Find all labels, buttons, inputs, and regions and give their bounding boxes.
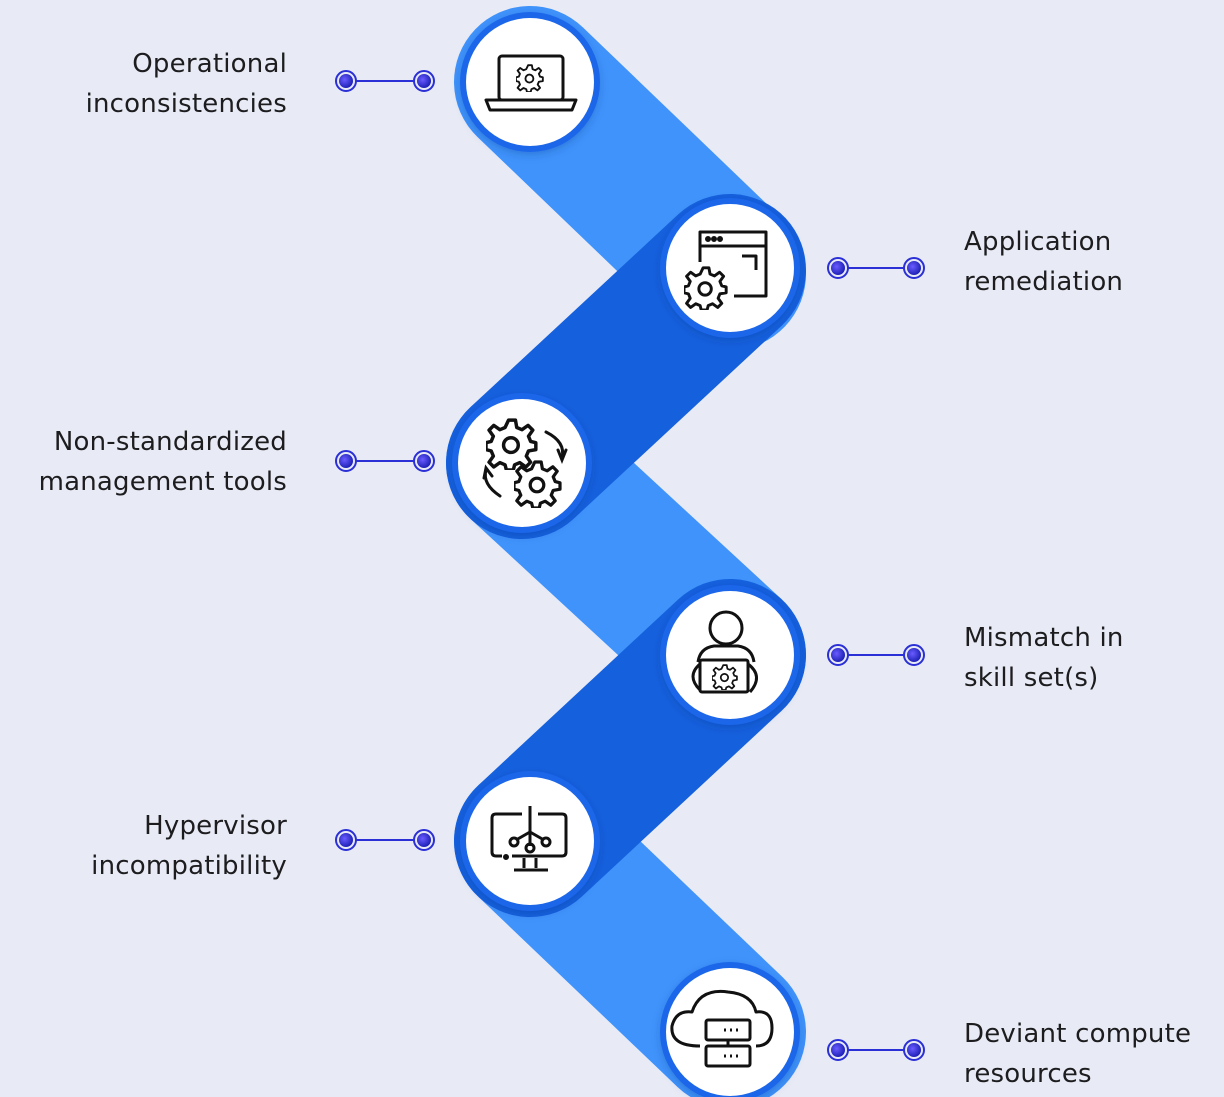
step-4-line1: Mismatch in: [964, 623, 1124, 653]
step-3-label: Non-standardized management tools: [39, 422, 287, 502]
step-2-label: Application remediation: [964, 222, 1123, 302]
step-1-line2: inconsistencies: [85, 89, 287, 119]
step-circle-2: [660, 198, 800, 338]
step-2-line2: remediation: [964, 267, 1124, 297]
connector-6: [827, 1039, 925, 1061]
cloud-server-icon: [670, 989, 774, 1068]
rotating-gears-icon: [482, 420, 568, 508]
step-1-line1: Operational: [132, 49, 287, 79]
step-3-line2: management tools: [38, 467, 287, 497]
step-4-label: Mismatch in skill set(s): [964, 618, 1124, 698]
connector-1: [335, 70, 435, 92]
step-1-label: Operational inconsistencies: [86, 44, 287, 124]
step-4-line2: skill set(s): [964, 663, 1099, 693]
connector-5: [335, 829, 435, 851]
laptop-gear-icon: [484, 54, 578, 112]
step-5-line2: incompatibility: [91, 851, 287, 881]
step-2-line1: Application: [964, 227, 1112, 257]
person-laptop-gear-icon: [691, 610, 758, 694]
step-3-line1: Non-standardized: [53, 427, 287, 457]
connector-2: [827, 257, 925, 279]
connector-4: [827, 644, 925, 666]
browser-window-gear-icon: [684, 230, 768, 310]
step-circle-4: [660, 585, 800, 725]
step-6-line1: Deviant compute: [964, 1019, 1192, 1049]
connector-3: [335, 450, 435, 472]
step-6-line2: resources: [964, 1059, 1092, 1089]
step-5-label: Hypervisor incompatibility: [91, 806, 287, 886]
monitor-network-icon: [490, 806, 568, 872]
step-5-line1: Hypervisor: [144, 811, 287, 841]
step-6-label: Deviant compute resources: [964, 1014, 1191, 1094]
